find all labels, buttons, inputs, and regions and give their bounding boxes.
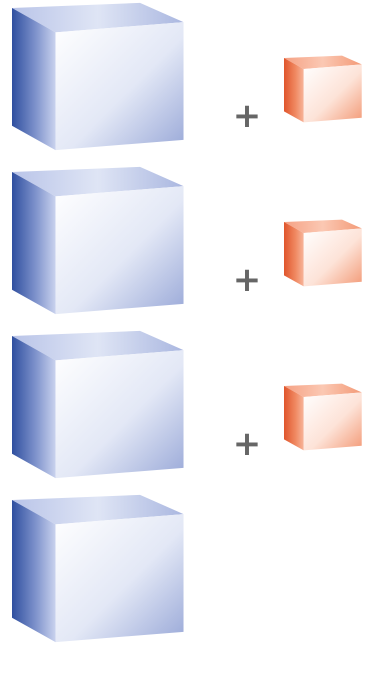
cube-side-face [284, 386, 304, 451]
cube-top-face [284, 219, 362, 234]
orange-cube [284, 55, 362, 123]
orange-cube [284, 219, 362, 287]
cube-side-face [284, 58, 304, 123]
cube-side-face [12, 172, 56, 315]
orange-cube [284, 383, 362, 451]
blue-cube [12, 2, 184, 151]
cube-side-face [284, 222, 304, 287]
plus-sign: + [233, 424, 262, 464]
cube-top-face [12, 166, 184, 197]
plus-sign-column: + + + [233, 96, 262, 464]
cube-side-face [12, 500, 56, 643]
cube-top-face [12, 330, 184, 361]
cube-front-face [55, 22, 184, 151]
cube-front-face [55, 186, 184, 315]
cube-side-face [12, 8, 56, 151]
cube-front-face [303, 64, 362, 123]
orange-cube-column [284, 55, 362, 451]
cube-top-face [284, 383, 362, 398]
cube-front-face [303, 392, 362, 451]
cube-top-face [284, 55, 362, 70]
cube-front-face [55, 350, 184, 479]
blue-cube [12, 166, 184, 315]
cube-top-face [12, 494, 184, 525]
blue-cube [12, 494, 184, 643]
cube-front-face [303, 228, 362, 287]
plus-sign: + [233, 260, 262, 300]
cube-side-face [12, 336, 56, 479]
cube-front-face [55, 514, 184, 643]
cube-top-face [12, 2, 184, 33]
blue-cube-stack [12, 2, 184, 643]
blue-cube [12, 330, 184, 479]
plus-sign: + [233, 96, 262, 136]
